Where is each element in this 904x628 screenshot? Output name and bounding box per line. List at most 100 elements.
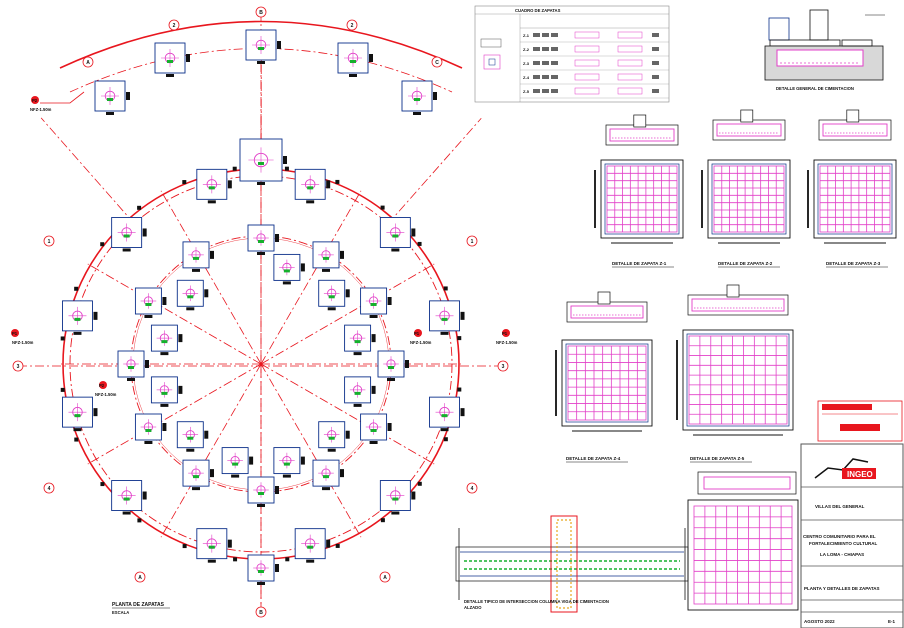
footing: [94, 80, 130, 115]
dimension-mark: [275, 564, 279, 572]
plan-inner: [711, 163, 787, 235]
dimension-mark: [144, 441, 153, 444]
plan-outline: [707, 159, 791, 239]
detail-title: DETALLE DE ZAPATA Z-4: [566, 456, 621, 461]
sheet-title: PLANTA Y DETALLES DE ZAPATAS: [804, 586, 880, 591]
perimeter-mark: [137, 518, 142, 523]
schedule-rebar-sketch: [574, 31, 600, 39]
column-hatch: [328, 295, 335, 299]
axis-bubble: B: [255, 606, 267, 618]
footing: [294, 168, 331, 204]
schedule-cell: [551, 89, 558, 93]
footing: [111, 217, 147, 252]
perimeter-mark: [285, 557, 290, 562]
dimension-mark: [145, 360, 149, 368]
footing: [360, 287, 392, 318]
radial-axis: [260, 190, 362, 365]
detail-title: DETALLE DE ZAPATA Z-2: [718, 261, 773, 266]
dimension-mark: [227, 539, 232, 548]
footing: [294, 528, 331, 563]
plan-outline: [687, 499, 799, 611]
dimension-mark: [460, 408, 465, 417]
column-hatch: [123, 234, 130, 238]
level-callout-inner-left: P2 NFZ-1.50m: [95, 381, 117, 397]
dimension-mark: [257, 252, 265, 255]
schedule-rebar-sketch: [617, 87, 643, 95]
dimension-mark: [387, 378, 395, 381]
section-column: [740, 109, 754, 123]
radial-axis: [160, 190, 262, 365]
axis-label: 3: [17, 364, 20, 370]
perimeter-mark: [380, 205, 385, 210]
section-outline: [712, 119, 786, 141]
date: AGOSTO 2022: [804, 619, 835, 624]
footing: [62, 300, 98, 335]
schedule-cell: [551, 61, 558, 65]
column-hatch: [441, 414, 448, 418]
dimension-mark: [192, 268, 200, 272]
axis-bubble: 3: [12, 360, 24, 372]
axis-bubble-circle: [497, 360, 509, 372]
column-hatch: [283, 462, 290, 466]
section-rebar: [691, 298, 785, 312]
column-hatch: [441, 317, 448, 321]
dimension-mark: [160, 352, 169, 356]
dimension-mark: [371, 334, 376, 343]
axis-bubble: 4: [43, 482, 55, 494]
axis-label: 4: [471, 486, 474, 492]
footing: [196, 528, 232, 563]
dimension-mark: [326, 180, 331, 189]
schedule-rebar-sketch: [574, 73, 600, 81]
footing: [176, 421, 209, 452]
dimension-mark: [257, 182, 265, 185]
column-hatch: [193, 256, 199, 260]
schedule-cell: [542, 75, 549, 79]
plan-outline: [682, 329, 794, 431]
footing: [273, 253, 305, 285]
footing-detail: DETALLE DE ZAPATA Z-4: [555, 291, 653, 463]
footing-detail: DETALLE DE ZAPATA Z-3: [807, 109, 897, 268]
dimension-mark: [353, 352, 362, 356]
section-outline: [566, 301, 648, 323]
project-line-1: CENTRO COMUNITARIO PARA EL: [803, 534, 876, 539]
schedule-rebar-sketch: [617, 31, 643, 39]
axis-bubble: 4: [466, 482, 478, 494]
level-tag: P2: [99, 383, 105, 388]
column-hatch: [258, 492, 264, 495]
radial-axis: [160, 363, 262, 538]
footing: [221, 447, 254, 478]
column-hatch: [145, 303, 152, 306]
rebar-boundary: [606, 165, 678, 233]
schedule-cell: [652, 61, 659, 65]
project-location: LA LOMA - CHIAPAS: [820, 552, 864, 557]
dimension-mark: [178, 385, 183, 394]
dimension-mark: [300, 263, 305, 272]
section-rebar: [716, 123, 782, 137]
axis-label: 3: [502, 364, 505, 370]
dimension-mark: [186, 54, 190, 62]
upper-arc: [59, 20, 463, 69]
dimension-mark: [162, 297, 167, 305]
schedule-row-label: Z-1: [523, 33, 530, 38]
schedule-cell: [542, 89, 549, 93]
schedule-rebar-sketch: [574, 59, 600, 67]
dimension-mark: [369, 441, 378, 444]
footing: [312, 459, 344, 491]
schedule-cell: [533, 89, 540, 93]
footing-outline: [379, 217, 411, 248]
plan-scale: ESCALA: [112, 610, 129, 615]
footing-detail: [687, 471, 799, 611]
schedule-cell: [533, 47, 540, 51]
column-hatch: [161, 391, 168, 395]
axis-bubble-circle: [12, 360, 24, 372]
axis-bubble-circle: [466, 235, 478, 247]
dimension-mark: [326, 539, 331, 548]
footing-outline: [377, 350, 405, 378]
schedule-cell: [551, 75, 558, 79]
level-callout-left: P1 NFZ-1.50m: [11, 329, 34, 345]
column-hatch: [128, 366, 134, 369]
level-value: NFZ-1.50m: [496, 340, 518, 345]
dimension-mark: [300, 456, 305, 465]
